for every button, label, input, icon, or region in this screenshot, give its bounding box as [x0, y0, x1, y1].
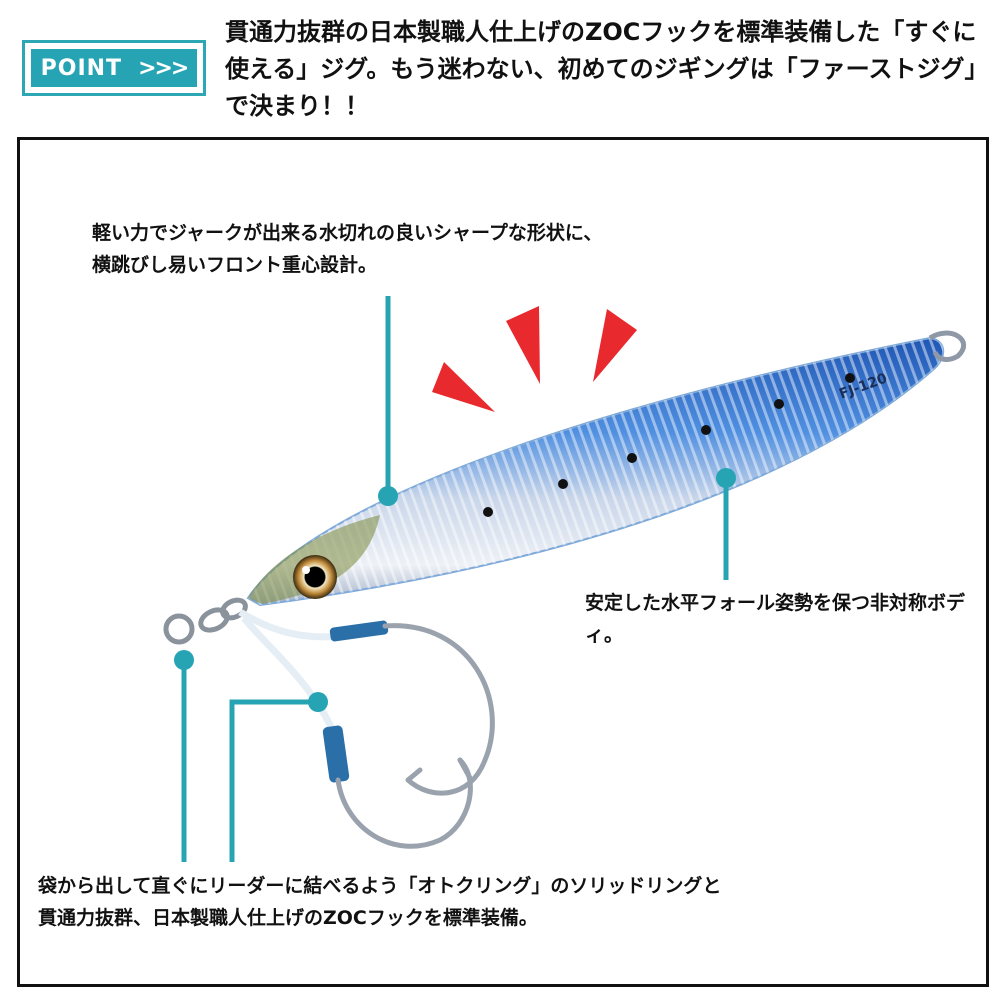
- solid-ring-icon: [163, 597, 248, 645]
- attention-mark-middle: [506, 306, 540, 384]
- product-frame: [17, 137, 989, 987]
- line-wrap-lower: [322, 725, 350, 783]
- chevrons-icon: >>>: [138, 55, 189, 81]
- eye-icon: [293, 555, 337, 599]
- line-wrap-upper: [329, 620, 389, 642]
- assist-line: [238, 608, 341, 737]
- rear-eyelet: [928, 330, 967, 362]
- headline-text: 貫通力抜群の日本製職人仕上げのZOCフックを標準装備した「すぐに使える」ジグ。も…: [225, 18, 989, 120]
- attention-mark-left: [432, 362, 495, 412]
- point-label: POINT: [40, 55, 123, 81]
- point-badge: POINT >>>: [22, 40, 206, 96]
- callout-ring: 袋から出して直ぐにリーダーに結べるよう「オトクリング」のソリッドリングと貫通力抜…: [38, 875, 722, 929]
- callout-shape: 軽い力でジャークが出来る水切れの良いシャープな形状に、横跳びし易いフロント重心設…: [92, 222, 603, 276]
- attention-mark-right: [593, 309, 637, 382]
- hook-icon: [335, 623, 495, 849]
- callout-dots: [174, 468, 736, 712]
- callout-connectors: [181, 296, 729, 862]
- callout-body: 安定した水平フォール姿勢を保つ非対称ボディ。: [585, 592, 966, 646]
